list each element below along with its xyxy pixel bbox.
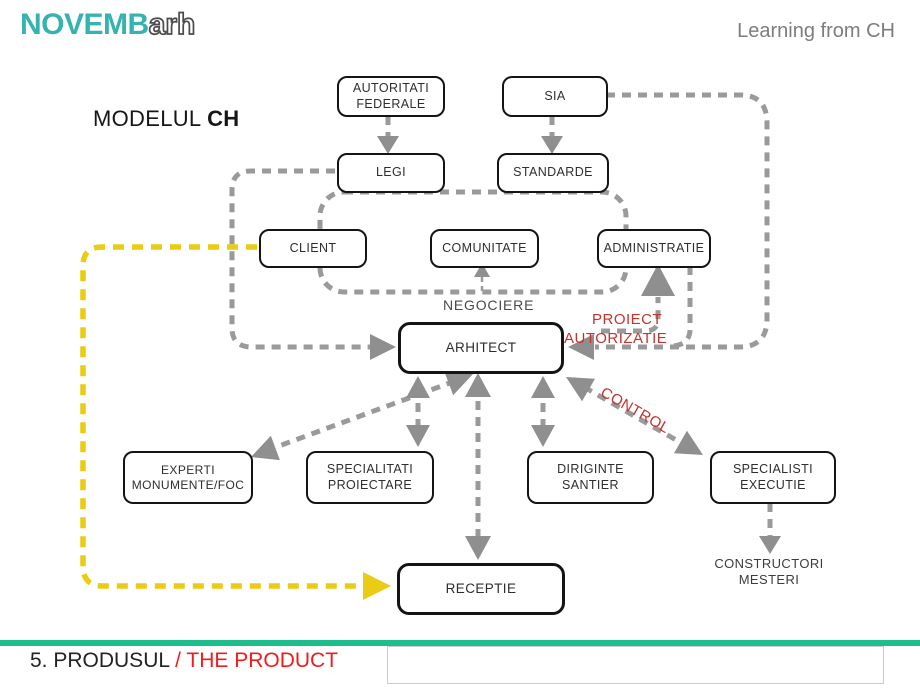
node-legi: LEGI — [337, 153, 445, 193]
edge-arhitect-specexecutie — [582, 384, 692, 451]
edge-proiect-to-administratie — [601, 297, 661, 334]
arrowhead-into-arhitect-left — [370, 334, 396, 360]
footer-accent-bar — [0, 640, 920, 646]
node-autoritati-federale: AUTORITATI FEDERALE — [337, 76, 445, 117]
node-comunitate: COMUNITATE — [430, 229, 539, 268]
node-sia: SIA — [502, 76, 608, 117]
arrowhead-diriginte-up — [531, 376, 555, 398]
edge-legi-to-arhitect — [229, 168, 370, 350]
arrowhead-control-up — [566, 377, 596, 402]
novembarh-logo: NOVEMBarh — [20, 7, 196, 42]
arrowhead-into-legi — [377, 136, 399, 154]
arrowhead-into-constructori — [759, 536, 781, 554]
page-title: MODELUL CH — [93, 106, 239, 132]
node-receptie: RECEPTIE — [397, 563, 565, 615]
node-specialitati-proiectare: SPECIALITATI PROIECTARE — [306, 451, 434, 504]
node-client: CLIENT — [259, 229, 367, 268]
logo-primary-text: NOVEMB — [20, 8, 149, 41]
edge-label-autorizatie: AUTORIZATIE — [564, 330, 668, 347]
arrowhead-into-arhitect-right — [568, 334, 594, 360]
arrowhead-yellow-into-receptie — [363, 572, 391, 600]
node-specialisti-executie: SPECIALISTI EXECUTIE — [710, 451, 836, 504]
page-title-prefix: MODELUL — [93, 106, 208, 131]
edge-label-proiect: PROIECT — [592, 311, 663, 328]
edge-administratie-to-autorizatie — [671, 266, 693, 349]
page-title-bold: CH — [207, 106, 240, 131]
footer-section-en: / THE PRODUCT — [175, 649, 339, 672]
edge-sia-to-arhitect — [595, 92, 770, 350]
arrowhead-into-standarde — [541, 136, 563, 154]
node-experti-monumente: EXPERTI MONUMENTE/FOC — [123, 451, 253, 504]
header-subtitle: Learning from CH — [737, 20, 895, 42]
footer-placeholder-box — [387, 646, 884, 684]
footer-section-title: 5. PRODUSUL / THE PRODUCT — [30, 649, 338, 673]
arrowhead-specproiectare-up — [406, 376, 430, 398]
arrowhead-experti-up — [444, 370, 473, 396]
node-administratie: ADMINISTRATIE — [597, 229, 711, 268]
arrowhead-experti-down — [251, 435, 280, 461]
arrowhead-into-receptie — [465, 536, 491, 560]
edge-client-receptie — [80, 244, 362, 589]
arrowhead-into-comunitate — [474, 263, 490, 277]
arrowhead-receptie-up — [465, 373, 491, 397]
logo-secondary-text: arh — [148, 7, 196, 42]
arrowhead-specproiectare-down — [406, 425, 430, 447]
edge-label-negociere: NEGOCIERE — [443, 297, 535, 313]
node-constructori-mesteri: CONSTRUCTORI MESTERI — [714, 556, 824, 588]
arrowheads — [251, 136, 781, 560]
arrowhead-control-down — [673, 430, 703, 455]
node-diriginte-santier: DIRIGINTE SANTIER — [527, 451, 654, 504]
arrowhead-diriginte-down — [531, 425, 555, 447]
node-arhitect: ARHITECT — [398, 322, 564, 374]
arrowhead-into-administratie — [641, 264, 675, 296]
node-standarde: STANDARDE — [497, 153, 609, 193]
footer-section-ro: 5. PRODUSUL — [30, 649, 176, 672]
